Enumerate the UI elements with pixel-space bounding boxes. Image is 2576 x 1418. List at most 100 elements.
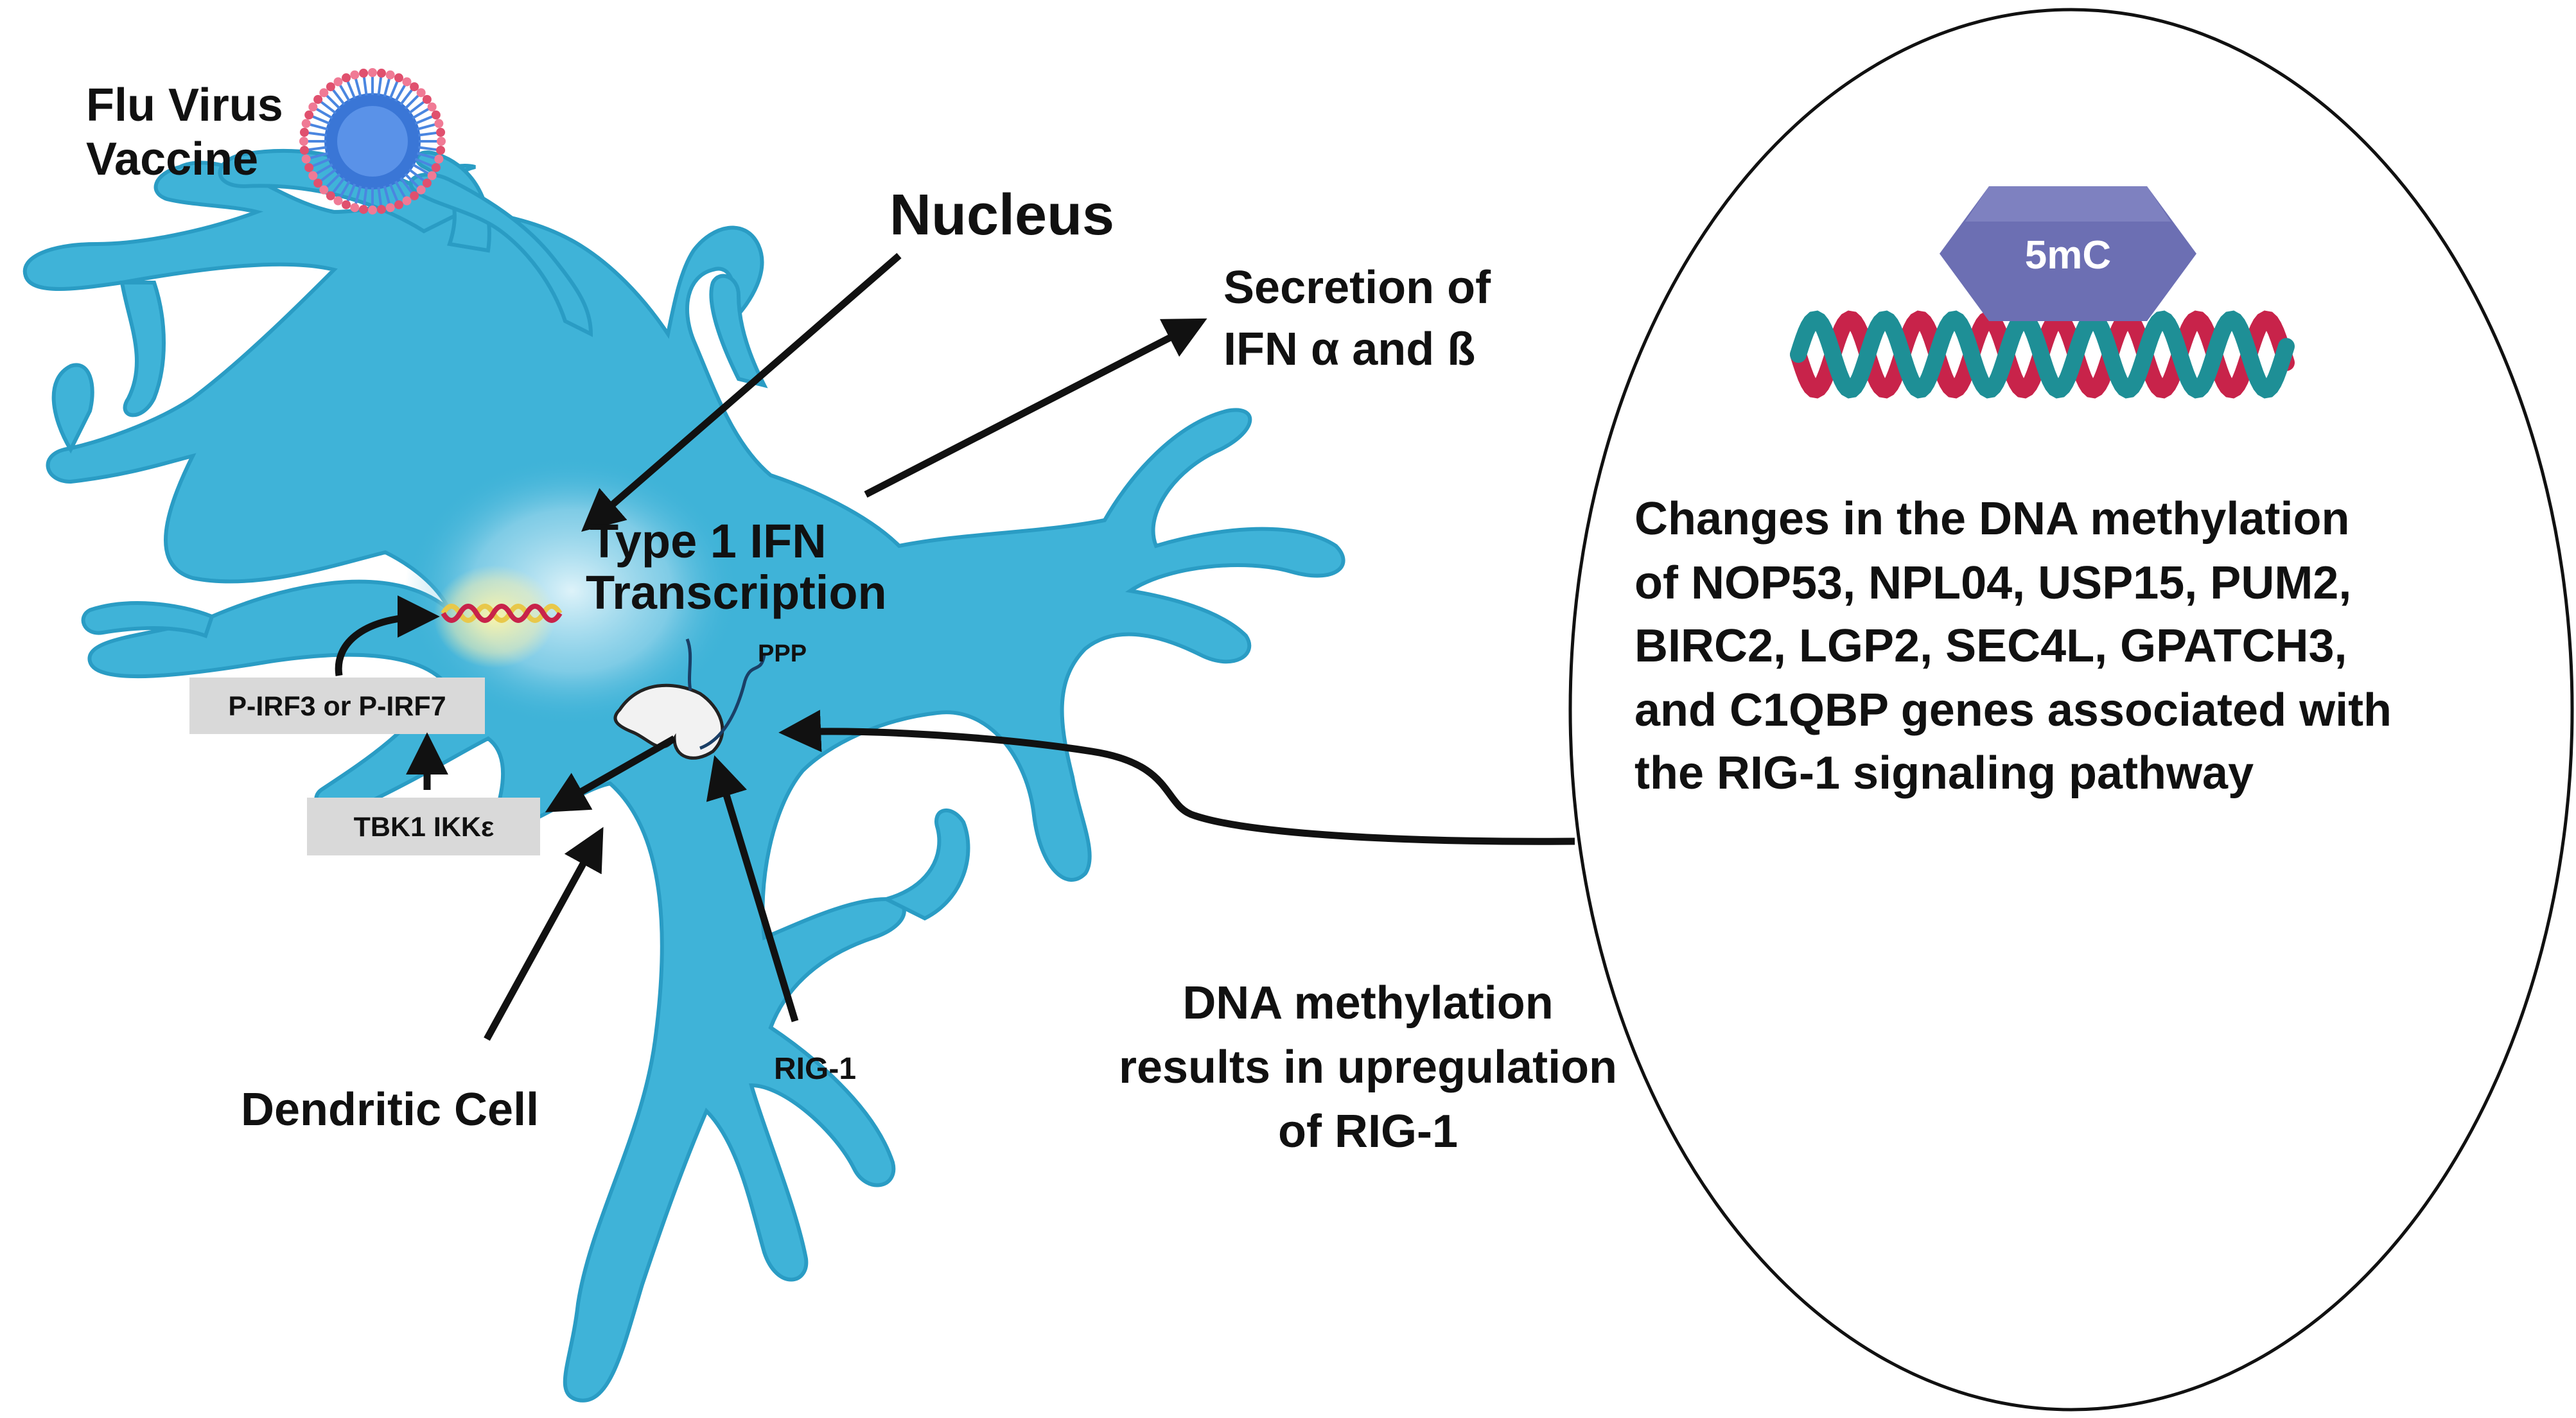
virus-spike (404, 173, 420, 189)
5mc-label: 5mC (2025, 233, 2111, 277)
virus-spike-tip (313, 179, 323, 188)
dendritic-cell-arrow (484, 827, 604, 1041)
rig1-protein-icon (613, 638, 766, 760)
virus-spike-tip (394, 73, 403, 83)
virus-spike (311, 115, 331, 125)
type1-ifn-label-line1: Type 1 IFN (590, 514, 827, 568)
nucleus-arrow (581, 252, 902, 532)
virus-spike-tip (299, 145, 309, 155)
virus-spike-tip (299, 137, 308, 146)
virus-spike (331, 88, 346, 106)
circle-text-line3: BIRC2, LGP2, SEC4L, GPATCH3, (1634, 620, 2347, 672)
virus-spike (412, 107, 430, 119)
virus-spike-tip (342, 73, 351, 83)
virus-spike (418, 146, 438, 152)
virus-spike (389, 80, 399, 100)
virus-spike (383, 186, 391, 206)
virus-spike-tip (359, 68, 369, 78)
virus-spike-tip (402, 196, 412, 206)
virus-spike (414, 115, 434, 125)
virus-spike-tip (431, 110, 441, 120)
virus-spike-tip (427, 171, 437, 180)
virus-spike (414, 157, 434, 168)
virus-spike (404, 94, 420, 110)
virus-spike (315, 107, 333, 119)
virus-spike (362, 76, 368, 96)
virus-spike-tip (308, 171, 318, 180)
ppp-label: PPP (758, 640, 807, 667)
virus-spike-tip (416, 88, 426, 98)
virus-spike (315, 163, 333, 175)
virus-spike-tip (434, 154, 444, 164)
virus-spike (338, 180, 351, 199)
virus-spike (408, 100, 426, 114)
circle-text-line5: the RIG-1 signaling pathway (1634, 748, 2254, 799)
virus-spike (418, 131, 438, 137)
virus-spike-tip (431, 162, 441, 172)
virus-spike (399, 88, 414, 106)
dendritic-cell-label: Dendritic Cell (241, 1084, 539, 1135)
virus-spike (346, 183, 356, 203)
virus-spike (308, 152, 328, 160)
virus-spike-tip (410, 191, 419, 200)
flu-virus-label-line2: Vaccine (86, 134, 258, 185)
virus-spike-tip (313, 94, 323, 104)
virus-spike (377, 76, 383, 96)
virus-spike (399, 177, 414, 195)
virus-spike-tip (299, 128, 309, 137)
type1-ifn-label-line2: Transcription (586, 566, 887, 619)
virus-spike-tip (359, 205, 369, 214)
virus-spike-tip (301, 119, 311, 128)
virus-spike-tip (402, 77, 412, 87)
virus-spike (394, 83, 407, 102)
virus-spike (308, 123, 328, 131)
virus-spike (354, 186, 362, 206)
virus-spike-tip (385, 70, 395, 80)
p-irf-label: P-IRF3 or P-IRF7 (228, 691, 446, 722)
virus-spike-tip (422, 94, 432, 104)
circle-text-line4: and C1QBP genes associated with (1634, 685, 2392, 736)
virus-spike-tip (376, 205, 386, 214)
methylation-result-line2: results in upregulation (1119, 1042, 1617, 1093)
virus-spike (383, 77, 391, 97)
virus-spike (394, 180, 407, 199)
virus-spike (331, 177, 346, 195)
circle-text-line1: Changes in the DNA methylation (1634, 493, 2349, 545)
virus-spike-tip (368, 206, 377, 214)
virus-spike (325, 94, 341, 110)
methylation-to-rig1-arrow (778, 710, 1575, 845)
virus-spike-tip (333, 196, 343, 206)
virus-spike (307, 131, 327, 137)
virus-spike-tip (333, 77, 343, 87)
tbk1-label: TBK1 IKKε (354, 812, 495, 843)
virus-spike (338, 83, 351, 102)
virus-spike-tip (350, 70, 360, 80)
flu-virus-label-line1: Flu Virus (86, 80, 283, 131)
virus-spike-tip (342, 200, 351, 209)
dna-helix-icon (1790, 310, 2295, 399)
virus-spike (325, 173, 341, 189)
virus-spike-tip (301, 154, 311, 164)
virus-spike (408, 168, 426, 182)
virus-spike-tip (422, 179, 432, 188)
tbk1-box: TBK1 IKKε (307, 798, 540, 855)
dna-strand (1790, 310, 2295, 399)
rig1-to-tbk1-arrow (545, 735, 676, 812)
arrows (335, 252, 1575, 1041)
virus-spike-tip (434, 119, 444, 128)
methylation-result-line1: DNA methylation (1182, 977, 1553, 1029)
virus-spike (389, 183, 399, 203)
virus-spike-tip (326, 82, 335, 92)
virus-spike (377, 187, 383, 207)
flu-virus-icon (299, 68, 446, 214)
methylation-result-line3: of RIG-1 (1278, 1106, 1458, 1157)
virus-spike-tip (427, 102, 437, 112)
virus-spike-tip (326, 191, 335, 200)
virus-spike (412, 163, 430, 175)
virus-spike-tip (436, 128, 446, 137)
secretion-arrow (864, 318, 1207, 498)
virus-spike-tip (385, 203, 395, 213)
virus-spike-tip (416, 185, 426, 195)
virus-spike (307, 146, 327, 152)
